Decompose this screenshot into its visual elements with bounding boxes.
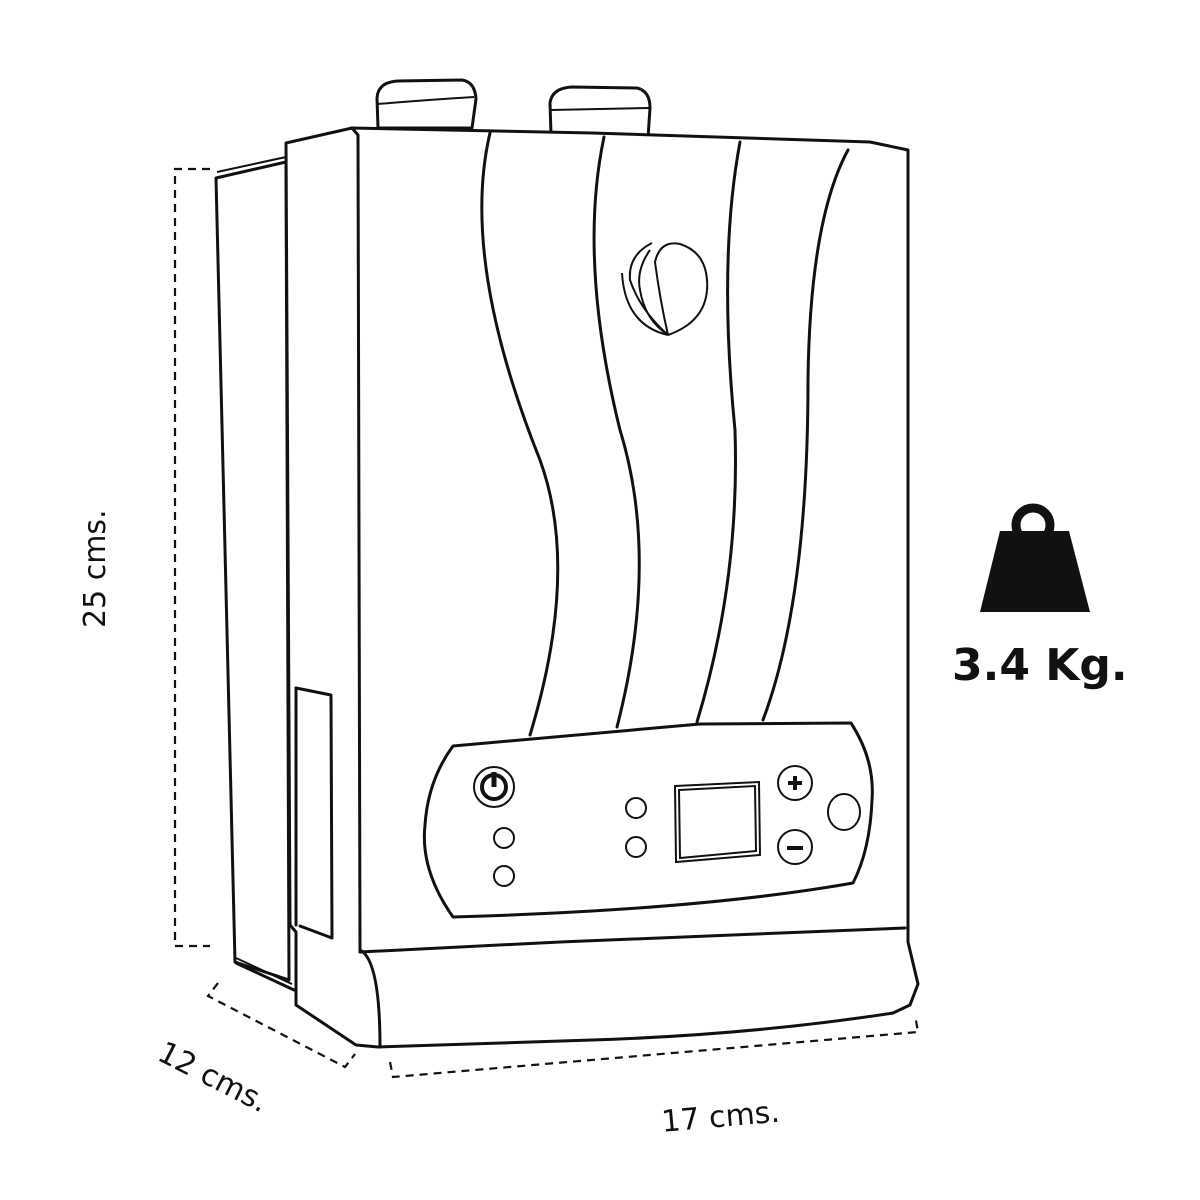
lcd-display [673, 780, 762, 864]
control-panel [422, 721, 874, 919]
plus-button[interactable] [777, 765, 813, 801]
width-dimension-line [388, 1014, 920, 1079]
minus-button[interactable] [777, 829, 813, 865]
power-button[interactable] [473, 766, 515, 808]
indicator-lights [493, 797, 647, 887]
wave-lines [480, 131, 850, 737]
round-knob[interactable] [827, 793, 861, 831]
height-dimension-line [173, 167, 210, 948]
weight-label: 3.4 Kg. [952, 640, 1128, 691]
height-label: 25 cms. [78, 509, 113, 628]
flame-logo-icon [621, 242, 709, 336]
top-connector-caps [375, 78, 652, 140]
side-panel [214, 156, 296, 992]
weight-icon [980, 503, 1090, 612]
